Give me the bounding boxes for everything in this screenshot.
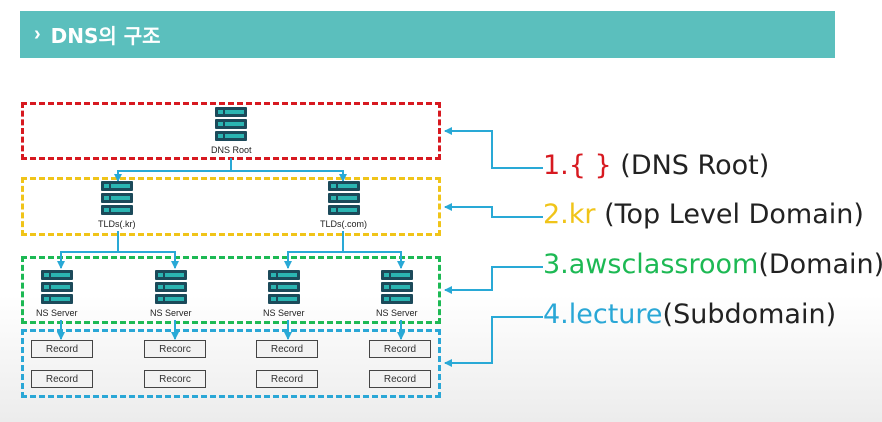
legend-item-subdomain: 4.lecture(Subdomain) <box>543 299 836 330</box>
chevron-right-icon: › <box>34 23 41 45</box>
ns-server-label: NS Server <box>36 308 78 318</box>
dns-root-node: DNS Root <box>211 107 252 155</box>
ns-server-label: NS Server <box>263 308 305 318</box>
server-icon <box>154 270 187 304</box>
ns-server-node: NS Server <box>150 270 192 318</box>
legend-accent: 3.awsclassroom <box>543 249 759 280</box>
ns-server-label: NS Server <box>150 308 192 318</box>
tld-node-kr: TLDs(.kr) <box>98 181 136 229</box>
server-icon <box>267 270 300 304</box>
server-icon <box>215 107 248 141</box>
record-box: Record <box>369 340 431 358</box>
server-icon <box>380 270 413 304</box>
legend-accent: 4.lecture <box>543 299 663 330</box>
record-box: Record <box>31 340 93 358</box>
legend-desc: (DNS Root) <box>611 150 770 181</box>
dns-root-label: DNS Root <box>211 145 252 155</box>
record-box: Recorc <box>144 370 206 388</box>
tld-label: TLDs(.kr) <box>98 219 136 229</box>
record-box: Record <box>31 370 93 388</box>
legend-item-tld: 2.kr (Top Level Domain) <box>543 199 864 230</box>
server-icon <box>327 181 360 215</box>
legend-item-root: 1.{ } (DNS Root) <box>543 150 769 181</box>
ns-server-node: NS Server <box>376 270 418 318</box>
legend-desc: (Subdomain) <box>662 299 837 330</box>
legend-item-domain: 3.awsclassroom(Domain) <box>543 249 882 280</box>
layer-tld-box <box>21 177 441 236</box>
ns-server-node: NS Server <box>263 270 305 318</box>
ns-server-label: NS Server <box>376 308 418 318</box>
layer-domain-box <box>21 256 441 324</box>
legend-accent: 1.{ } <box>543 150 612 181</box>
record-box: Record <box>256 370 318 388</box>
record-box: Record <box>369 370 431 388</box>
slide-title: DNS의 구조 <box>50 24 161 48</box>
tld-label: TLDs(.com) <box>320 219 367 229</box>
legend-accent: 2.kr <box>543 199 596 230</box>
legend-desc: (Top Level Domain) <box>595 199 864 230</box>
server-icon <box>100 181 133 215</box>
legend-desc: (Domain) <box>758 249 882 280</box>
header-bar: › DNS의 구조 <box>20 11 835 58</box>
ns-server-node: NS Server <box>36 270 78 318</box>
tld-node-com: TLDs(.com) <box>320 181 367 229</box>
layer-subdomain-box <box>21 329 441 398</box>
record-box: Recorc <box>144 340 206 358</box>
server-icon <box>40 270 73 304</box>
record-box: Record <box>256 340 318 358</box>
